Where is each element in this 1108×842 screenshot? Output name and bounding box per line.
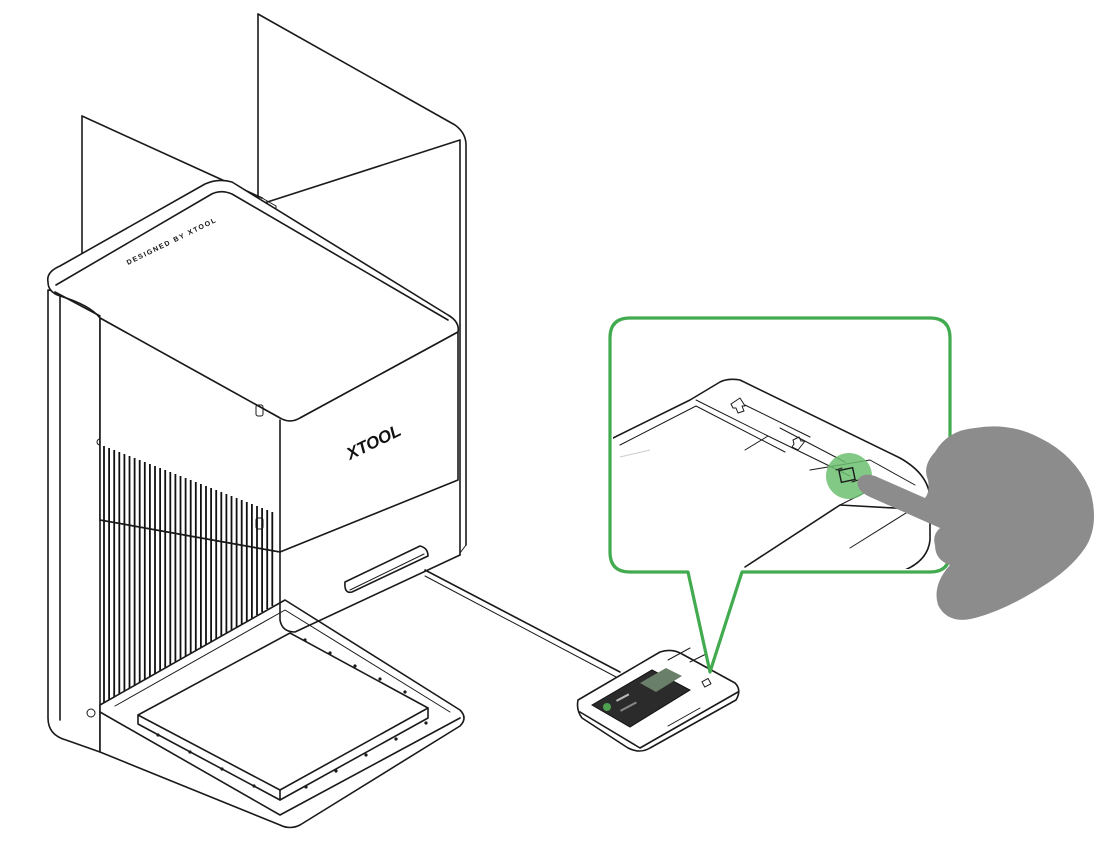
laser-machine: DESIGNED BY XTOOL XTOOL: [46, 13, 467, 829]
rivet: [424, 721, 428, 725]
rivet: [403, 690, 407, 694]
control-box: [576, 647, 740, 752]
rivet: [394, 737, 398, 741]
rivet: [252, 784, 256, 788]
rivet: [353, 664, 357, 668]
machine-body: [47, 284, 104, 753]
lower-frame: [279, 545, 461, 633]
upper-housing: XTOOL: [99, 317, 459, 553]
zoom-callout: [608, 316, 952, 674]
cable: [424, 569, 621, 673]
rivet: [378, 677, 382, 681]
callout-button-up-icon: [730, 397, 746, 414]
rivet: [334, 769, 338, 773]
rivet: [188, 750, 192, 754]
vent-fins: [99, 446, 281, 705]
rivet: [364, 753, 368, 757]
rivet: [328, 651, 332, 655]
cable-edge: [424, 575, 619, 679]
rivet: [303, 638, 307, 642]
pointing-hand-icon: [857, 426, 1094, 620]
rivet: [304, 785, 308, 789]
rivet: [220, 767, 224, 771]
callout-button-frame-icon: [835, 466, 859, 484]
fin-separator: [99, 519, 281, 553]
rivet: [156, 733, 160, 737]
callout-button-down-icon: [791, 436, 806, 451]
base-platform: [99, 599, 465, 829]
